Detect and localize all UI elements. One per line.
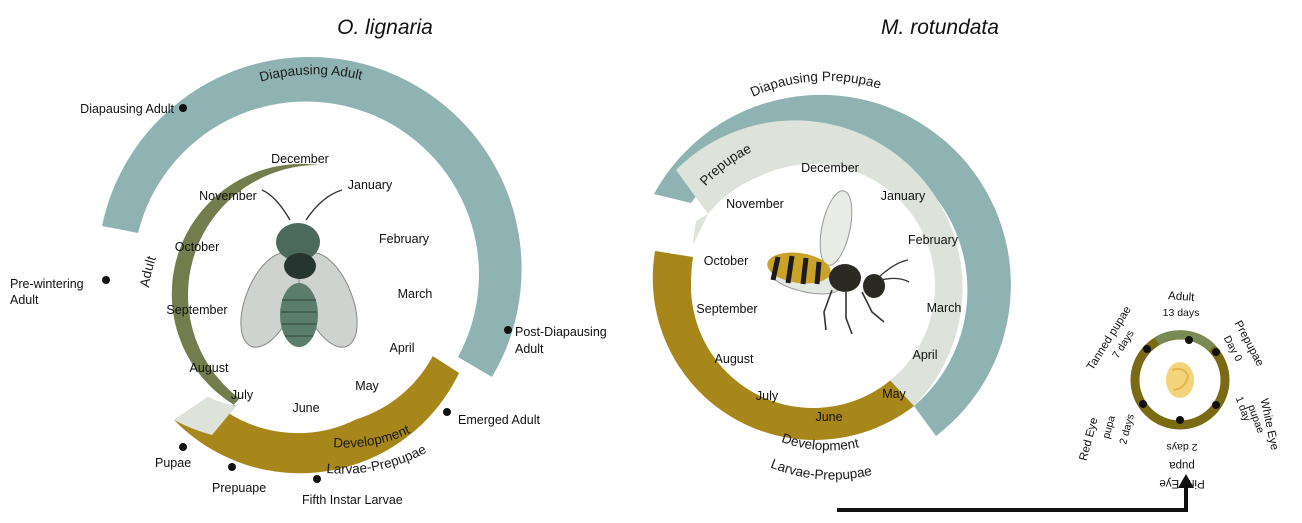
right-month-july: July [756, 389, 779, 403]
right-month-january: January [881, 189, 926, 203]
red-eye-pupa-label: pupa [1100, 414, 1118, 440]
right-month-may: May [882, 387, 906, 401]
right-month-august: August [715, 352, 754, 366]
right-month-november: November [726, 197, 784, 211]
right-larvae-prepupae-label: Larvae-Prepupae [769, 456, 873, 483]
emerged-adult-callout: Emerged Adult [458, 413, 541, 427]
left-month-november: November [199, 189, 257, 203]
diapausing-adult-dot [179, 104, 187, 112]
pink-eye-label: Pink Eye [1159, 477, 1204, 489]
right-title: M. rotundata [881, 16, 999, 39]
left-month-october: October [175, 240, 219, 254]
pupae-callout: Pupae [155, 456, 191, 470]
right-month-february: February [908, 233, 959, 247]
left-month-may: May [355, 379, 379, 393]
adult-stage-label: Adult [1168, 290, 1196, 304]
post-diapausing-dot [504, 326, 512, 334]
prepuape-dot [228, 463, 236, 471]
right-month-september: September [696, 302, 757, 316]
left-month-august: August [190, 361, 229, 375]
left-month-january: January [348, 178, 393, 192]
right-month-october: October [704, 254, 748, 268]
pink-eye-pupa-label: pupa [1169, 459, 1195, 471]
post-diapausing-callout-line2: Adult [515, 342, 544, 356]
right-month-april: April [912, 348, 937, 362]
left-month-march: March [398, 287, 433, 301]
red-eye-label: Red Eye [1078, 416, 1101, 462]
red-eye-duration: 2 days [1117, 413, 1137, 446]
right-month-june: June [815, 410, 842, 424]
left-title: O. lignaria [337, 16, 433, 39]
left-month-july: July [231, 388, 254, 402]
connector-arrow [837, 486, 1186, 510]
pink-eye-duration: 2 days [1167, 441, 1198, 453]
pre-wintering-callout-line1: Pre-wintering [10, 277, 84, 291]
left-month-september: September [166, 303, 227, 317]
left-month-april: April [389, 341, 414, 355]
right-lifecycle: Diapausing Prepupae Prepupae Development… [653, 69, 1011, 483]
fifth-instar-dot [313, 475, 321, 483]
right-month-march: March [927, 301, 962, 315]
adult-stage-duration: 13 days [1163, 307, 1200, 319]
diapausing-adult-callout: Diapausing Adult [80, 102, 174, 116]
left-month-june: June [292, 401, 319, 415]
pre-wintering-callout-line2: Adult [10, 293, 39, 307]
left-lifecycle: Diapausing Adult Adult Development Larva… [10, 57, 607, 507]
white-eye-duration: 1 day [1233, 395, 1253, 424]
emerged-adult-dot [443, 408, 451, 416]
prepuape-callout: Prepuape [212, 481, 266, 495]
left-month-december: December [271, 152, 329, 166]
pupae-dot [179, 443, 187, 451]
right-month-december: December [801, 161, 859, 175]
pre-wintering-dot [102, 276, 110, 284]
post-diapausing-callout-line1: Post-Diapausing [515, 325, 607, 339]
left-adult-band-label: Adult [137, 254, 159, 289]
fifth-instar-callout: Fifth Instar Larvae [302, 493, 403, 507]
left-month-february: February [379, 232, 430, 246]
larva-icon [1166, 362, 1194, 398]
